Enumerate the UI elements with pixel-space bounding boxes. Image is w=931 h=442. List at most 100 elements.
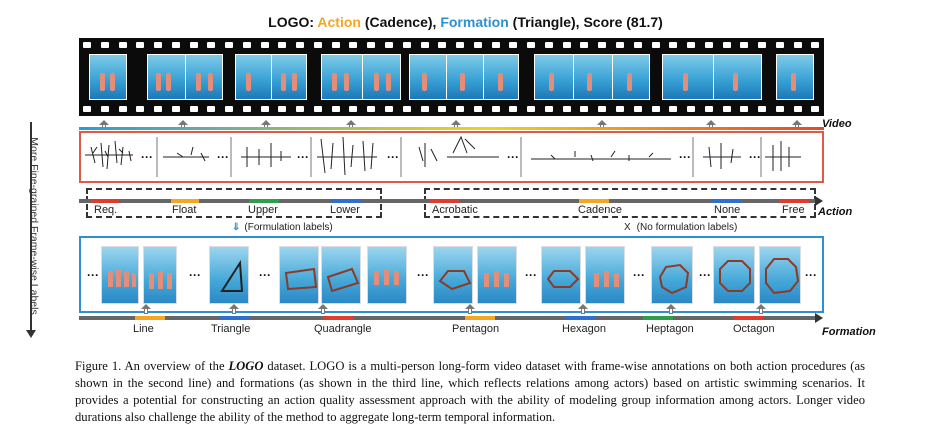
- side-label-text: More Fine-grained Frame-wise Labels: [28, 137, 40, 315]
- formation-card: [209, 246, 249, 304]
- action-label-float: Float: [172, 204, 197, 216]
- formation-ellipsis: ···: [525, 268, 537, 282]
- pose-ellipsis: ···: [679, 150, 691, 164]
- formation-ellipsis: ···: [189, 268, 201, 282]
- video-frame: [534, 54, 650, 100]
- action-segment: [579, 199, 609, 203]
- action-label-acrobatic: Acrobatic: [432, 204, 478, 216]
- pose-ellipsis: ···: [387, 150, 399, 164]
- action-label-lower: Lower: [330, 204, 360, 216]
- up-arrow-icon: [318, 304, 328, 314]
- formation-segment: [643, 316, 673, 320]
- caption-text-post: dataset. LOGO is a multi-person long-for…: [75, 359, 865, 424]
- pose-ellipsis: ···: [749, 150, 761, 164]
- pose-skeletons: ··· ··· ··· ··· ··· ··· ···: [85, 135, 801, 177]
- side-arrow-shaft: [30, 122, 32, 332]
- pose-ellipsis: ···: [217, 150, 229, 164]
- video-frame: [409, 54, 519, 100]
- caption-text-pre: An overview of the: [121, 359, 229, 373]
- formation-ellipsis: ···: [417, 268, 429, 282]
- film-holes-bottom: [83, 106, 820, 112]
- caption-dataset-name: LOGO: [228, 359, 264, 373]
- formation-card: [101, 246, 139, 304]
- formation-box: ··· ··· ··· ··· ··· ··· ··· ···: [79, 236, 824, 313]
- caption-figure-number: Figure 1.: [75, 359, 122, 373]
- title-formation-word: Formation: [440, 14, 509, 30]
- video-frame: [89, 54, 127, 100]
- formation-segment: [465, 316, 495, 320]
- formulation-note-text: (Formulation labels): [244, 222, 333, 233]
- formulation-note: ⇓(Formulation labels): [232, 222, 333, 233]
- no-formulation-note: X(No formulation labels): [624, 222, 737, 233]
- action-segment: [249, 199, 279, 203]
- formation-arrow-head: [815, 313, 823, 323]
- action-label-cadence: Cadence: [578, 204, 623, 216]
- pose-ellipsis: ···: [141, 150, 153, 164]
- action-row-label: Action: [818, 206, 853, 218]
- action-segment: [429, 199, 459, 203]
- formation-ellipsis: ···: [805, 268, 817, 282]
- formation-card: [651, 246, 693, 304]
- formation-segment: [219, 316, 249, 320]
- action-label-req: Req.: [94, 204, 118, 216]
- action-segment: [331, 199, 361, 203]
- up-arrow-icon: [666, 304, 676, 314]
- title-action-word: Action: [317, 14, 361, 30]
- formation-ellipsis: ···: [633, 268, 645, 282]
- formation-card: [541, 246, 581, 304]
- formation-timeline-bar: [79, 316, 817, 320]
- action-label-none: None: [714, 204, 741, 216]
- formation-label-heptagon: Heptagon: [646, 323, 694, 335]
- up-arrow-icon: [141, 304, 151, 314]
- formation-card: [759, 246, 801, 304]
- formation-segment: [135, 316, 165, 320]
- video-frame: [147, 54, 223, 100]
- formation-card: [367, 246, 407, 304]
- video-frame: [662, 54, 762, 100]
- action-label-upper: Upper: [248, 204, 278, 216]
- down-arrow-icon: ⇓: [232, 222, 241, 233]
- gradient-line: [79, 127, 824, 130]
- formation-row-label: Formation: [822, 326, 876, 338]
- pose-ellipsis: ···: [297, 150, 309, 164]
- up-arrow-icon: [578, 304, 588, 314]
- film-holes-top: [83, 42, 820, 48]
- formation-segment: [323, 316, 353, 320]
- video-frame: [321, 54, 401, 100]
- action-arrow-head: [815, 196, 823, 206]
- up-arrow-icon: [229, 304, 239, 314]
- pose-ellipsis: ···: [507, 150, 519, 164]
- formation-label-pentagon: Pentagon: [452, 323, 500, 335]
- action-segment: [711, 199, 741, 203]
- no-formulation-note-text: (No formulation labels): [636, 222, 738, 233]
- formation-card: [433, 246, 473, 304]
- formation-segment: [733, 316, 763, 320]
- video-filmstrip: [79, 38, 824, 116]
- action-segment: [91, 199, 119, 203]
- side-label: More Fine-grained Frame-wise Labels: [22, 122, 42, 338]
- action-procedure-box: ··· ··· ··· ··· ··· ··· ···: [79, 131, 824, 183]
- formation-segment: [565, 316, 595, 320]
- title-formation-value: (Triangle), Score (81.7): [508, 14, 663, 30]
- formulation-group-box: [86, 188, 382, 218]
- formation-label-hexagon: Hexagon: [562, 323, 607, 335]
- formation-ellipsis: ···: [259, 268, 271, 282]
- action-timeline-bar: [79, 199, 817, 203]
- formation-label-line: Line: [133, 323, 154, 335]
- video-frame: [776, 54, 814, 100]
- formation-ellipsis: ···: [699, 268, 711, 282]
- action-segment: [779, 199, 809, 203]
- figure-caption: Figure 1. An overview of the LOGO datase…: [75, 358, 865, 426]
- video-row-label: Video: [822, 118, 852, 130]
- formation-card: [279, 246, 319, 304]
- up-arrow-icon: [756, 304, 766, 314]
- formation-card: [321, 246, 361, 304]
- formation-label-quadrangle: Quadrangle: [314, 323, 372, 335]
- formation-ellipsis: ···: [87, 268, 99, 282]
- formation-label-octagon: Octagon: [733, 323, 775, 335]
- formation-card: [477, 246, 517, 304]
- action-label-free: Free: [782, 204, 805, 216]
- formation-card: [585, 246, 625, 304]
- formation-card: [143, 246, 177, 304]
